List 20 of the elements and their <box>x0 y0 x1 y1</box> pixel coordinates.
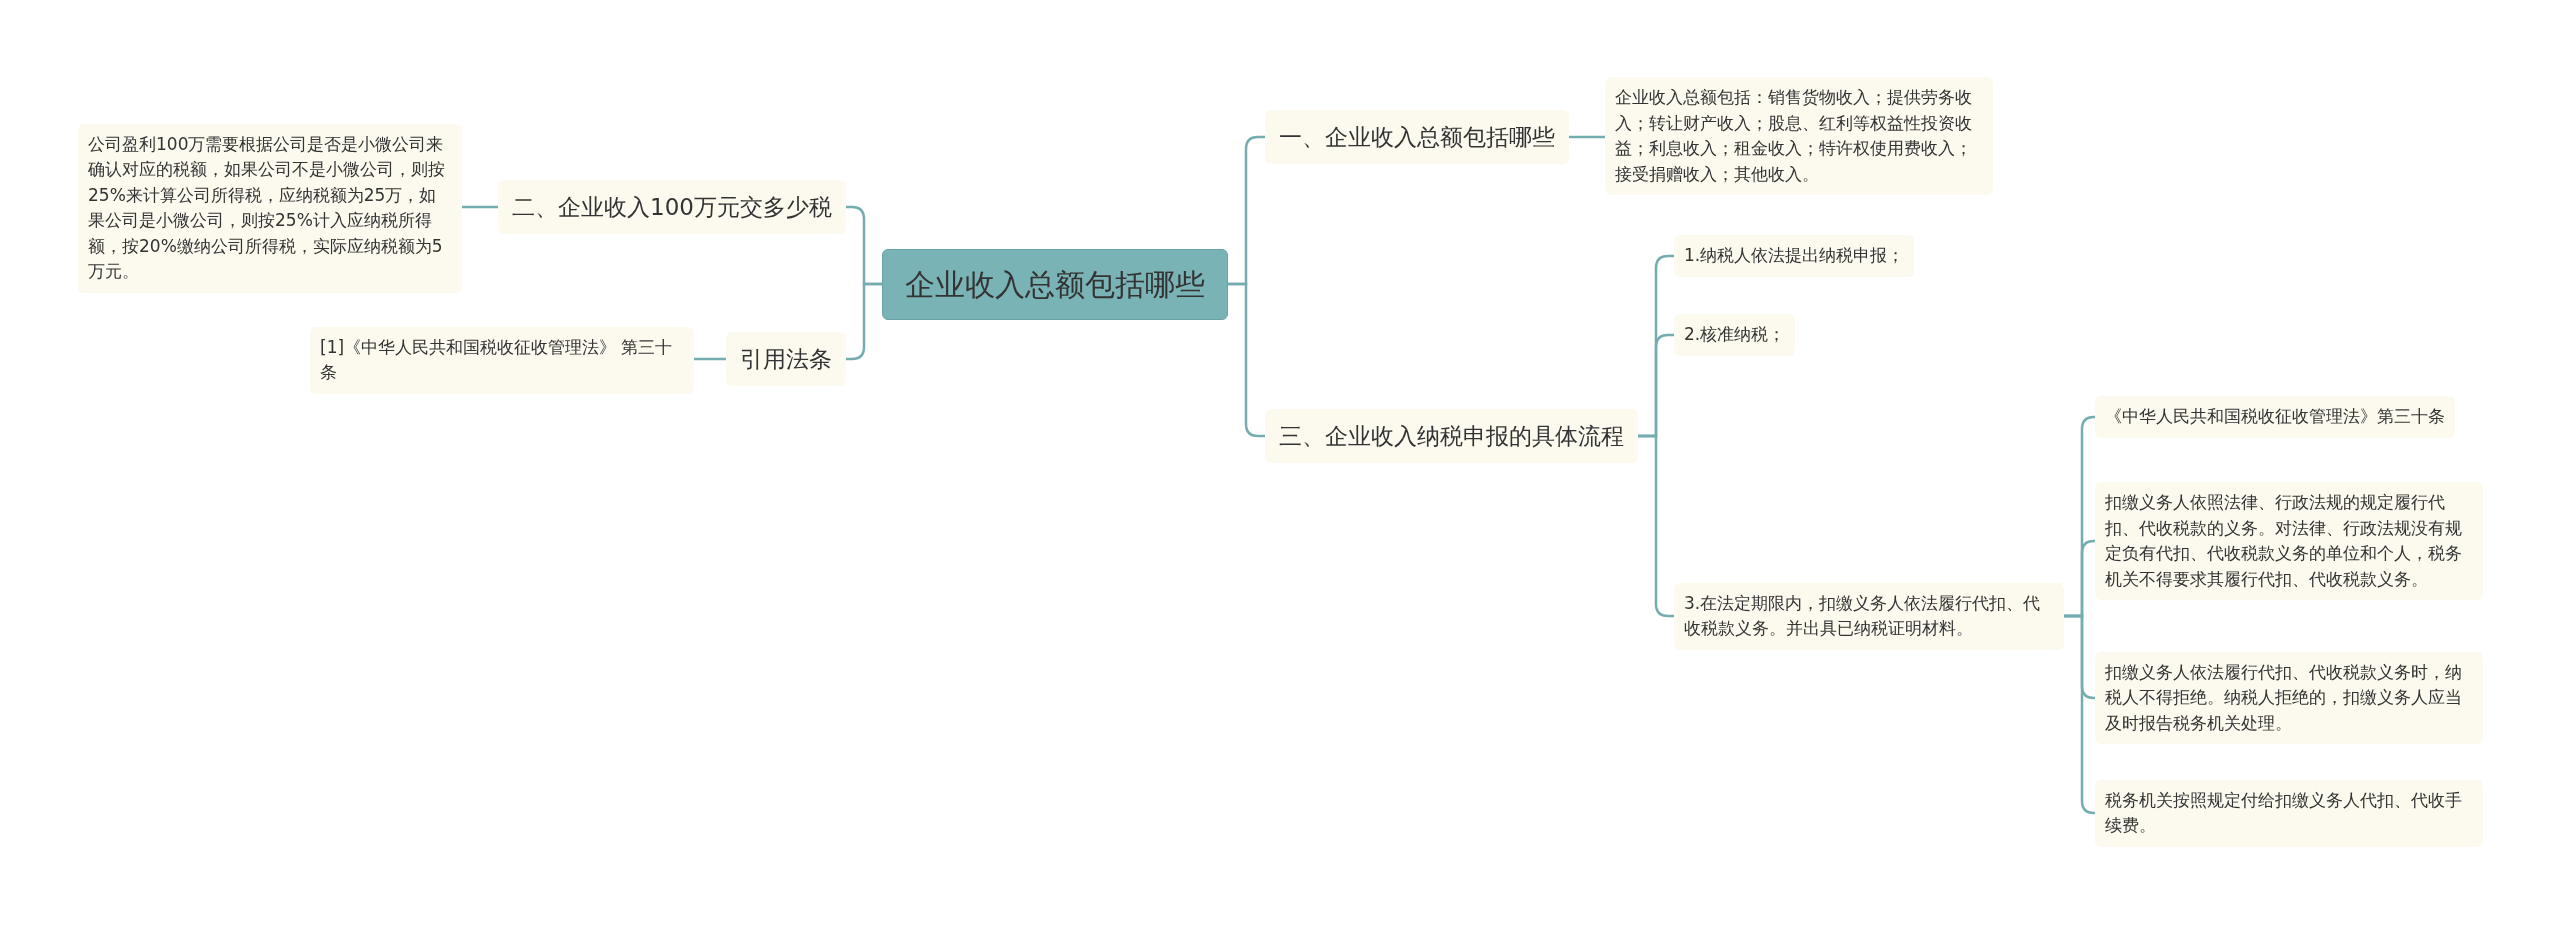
topic-box: 一、企业收入总额包括哪些 <box>1265 109 1569 165</box>
connector-line <box>694 357 726 361</box>
text-box: 企业收入总额包括：销售货物收入；提供劳务收入；转让财产收入；股息、红利等权益性投资收益；利息收入；租金收入；特许权使用费收入；接受捐赠收入；其他收入。 <box>1605 77 1993 195</box>
text-box: 《中华人民共和国税收征收管理法》第三十条 <box>2095 396 2455 438</box>
text-box: 2.核准纳税； <box>1674 314 1796 356</box>
text-box: 公司盈利100万需要根据公司是否是小微公司来确认对应的税额，如果公司不是小微公司，则按25%来计算公司所得税，应纳税额为25万，如果公司是小微公司，则按25%计入应纳税所得额，按20%缴纳公司所得税，实际应纳税额为5万元。 <box>78 123 462 293</box>
connector-line <box>1228 282 1265 438</box>
text-box: 1.纳税人依法提出纳税申报； <box>1674 235 1915 277</box>
central-topic-box: 企业收入总额包括哪些 <box>882 248 1228 320</box>
topic-box: 引用法条 <box>726 331 846 387</box>
text-box: 税务机关按照规定付给扣缴义务人代扣、代收手续费。 <box>2095 779 2483 847</box>
topic-box: 三、企业收入纳税申报的具体流程 <box>1265 408 1638 464</box>
connector-line <box>1569 135 1605 139</box>
text-box: [1]《中华人民共和国税收征收管理法》 第三十条 <box>310 326 694 394</box>
connector-line <box>462 205 499 209</box>
text-box: 扣缴义务人依法履行代扣、代收税款义务时，纳税人不得拒绝。纳税人拒绝的，扣缴义务人应当及时报告税务机关处理。 <box>2095 651 2483 745</box>
topic-box: 二、企业收入100万元交多少税 <box>498 179 846 235</box>
connector-line <box>2064 614 2096 815</box>
text-box: 3.在法定期限内，扣缴义务人依法履行代扣、代收税款义务。并出具已纳税证明材料。 <box>1674 582 2064 650</box>
text-box: 扣缴义务人依照法律、行政法规的规定履行代扣、代收税款的义务。对法律、行政法规没有规定负有代扣、代收税款义务的单位和个人，税务机关不得要求其履行代扣、代收税款义务。 <box>2095 482 2483 600</box>
